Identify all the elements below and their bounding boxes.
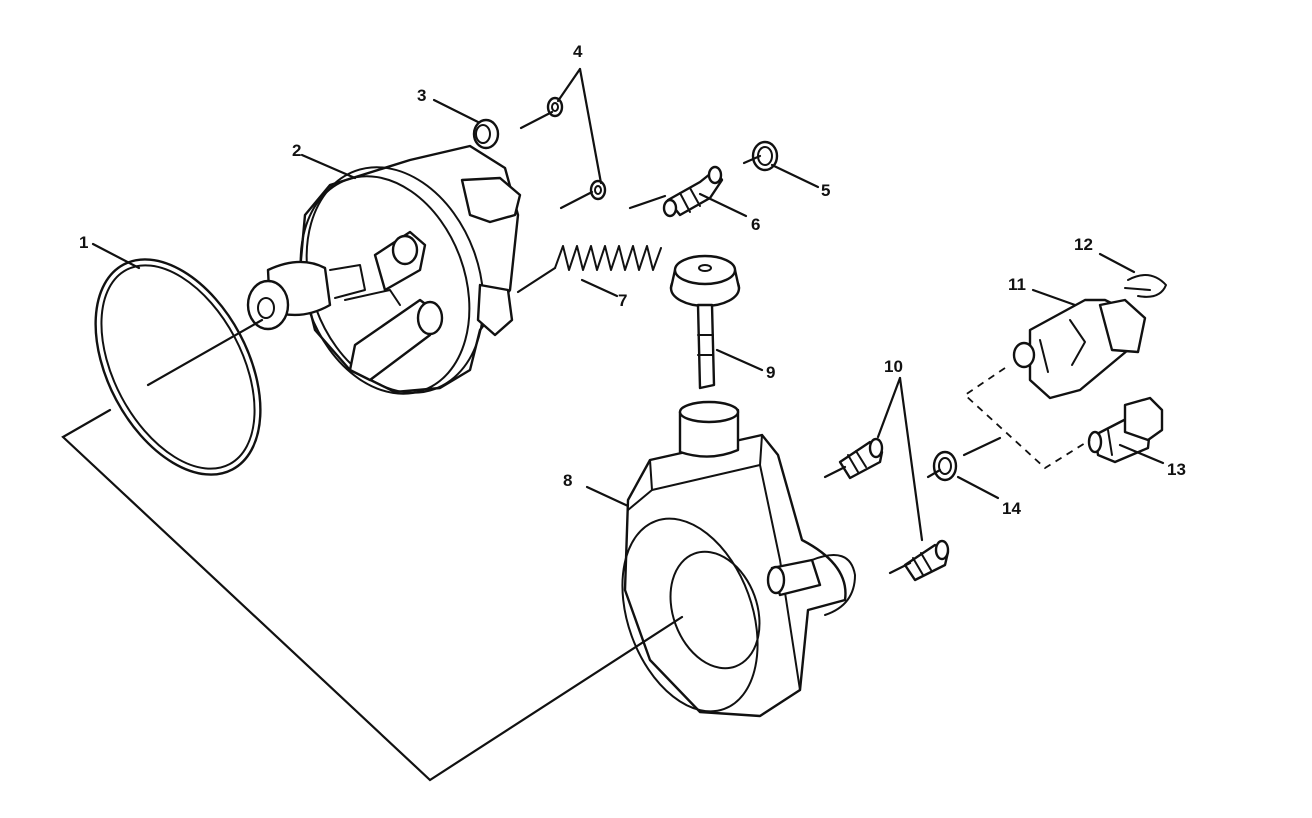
dipstick-cap — [669, 254, 741, 390]
o-ring-5 — [751, 140, 779, 172]
callout-10: 10 — [884, 357, 903, 376]
valve-spring — [554, 245, 662, 271]
callout-9: 9 — [766, 363, 775, 382]
pressure-switch-connector — [1012, 298, 1147, 400]
leader-lines — [91, 67, 1165, 575]
dashed-alignment-bracket — [963, 367, 1091, 470]
callout-7: 7 — [618, 291, 627, 310]
callout-8: 8 — [563, 471, 572, 490]
retaining-clip — [1124, 274, 1167, 298]
callout-5: 5 — [821, 181, 830, 200]
flow-control-valve — [662, 165, 724, 218]
callout-2: 2 — [292, 141, 301, 160]
fitting-lower — [903, 539, 950, 582]
callout-14: 14 — [1002, 499, 1021, 518]
fluid-reservoir — [621, 400, 856, 718]
small-cap — [472, 118, 500, 150]
small-o-ring-lower — [589, 179, 607, 201]
callout-12: 12 — [1074, 235, 1093, 254]
callout-6: 6 — [751, 215, 760, 234]
fitting-upper — [838, 437, 884, 480]
sealing-washer — [932, 450, 958, 482]
callout-11: 11 — [1008, 275, 1026, 294]
callout-3: 3 — [417, 86, 426, 105]
assembly-bracket — [61, 408, 684, 782]
callout-1: 1 — [79, 233, 88, 252]
callout-13: 13 — [1167, 460, 1186, 479]
callout-labels: 1 2 3 4 5 6 7 8 9 10 11 12 13 14 — [79, 42, 1186, 518]
plug-bolt — [1087, 396, 1164, 464]
callout-4: 4 — [573, 42, 583, 61]
pump-body — [246, 144, 522, 395]
